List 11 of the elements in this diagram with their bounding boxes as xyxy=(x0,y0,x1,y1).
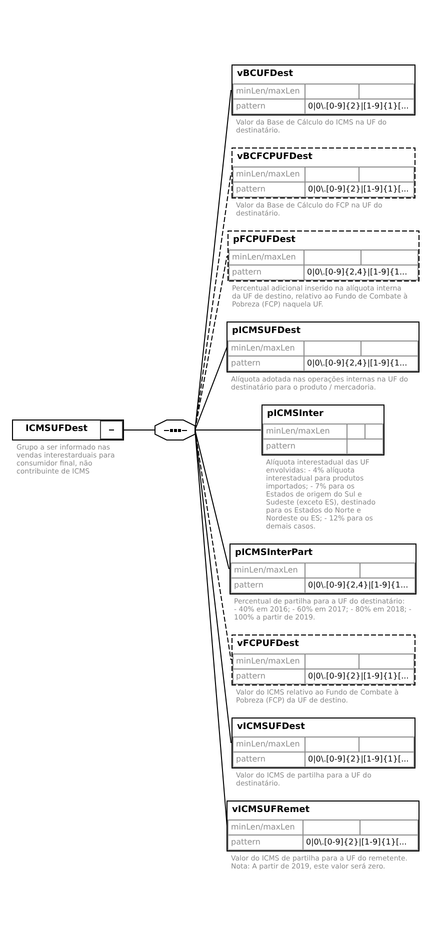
connector xyxy=(194,429,230,569)
connector xyxy=(194,172,232,430)
connector xyxy=(194,346,228,430)
connector xyxy=(194,429,232,743)
connector xyxy=(194,429,232,660)
node-octagon xyxy=(154,419,196,440)
connector xyxy=(122,429,156,430)
connector xyxy=(194,429,262,430)
connector xyxy=(194,89,232,430)
connector xyxy=(194,255,228,430)
connector xyxy=(194,429,228,826)
